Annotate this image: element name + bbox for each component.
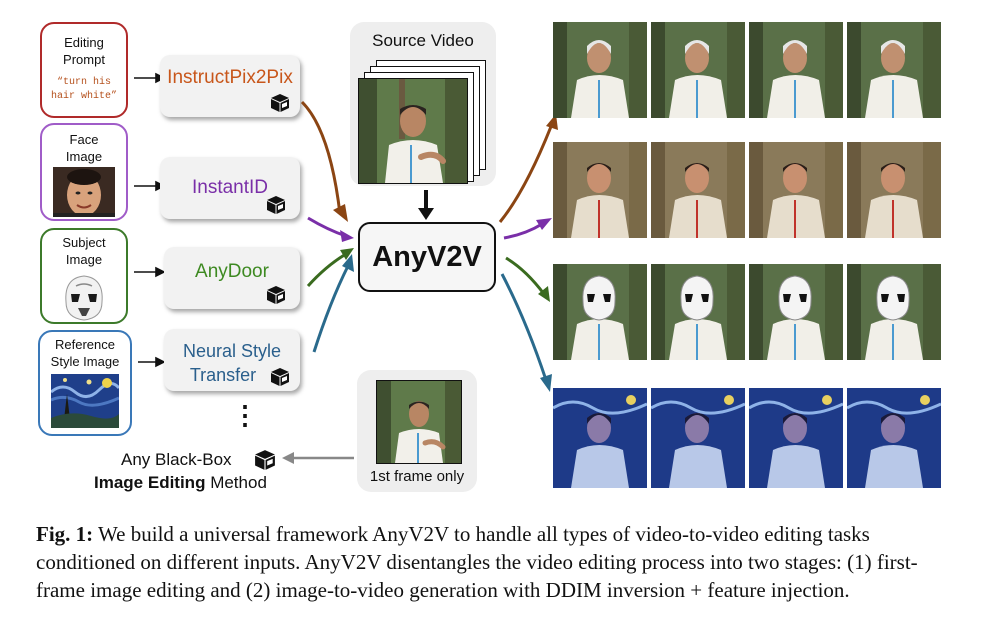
output-grid [553, 22, 943, 490]
figure-caption-text: We build a universal framework AnyV2V to… [36, 522, 918, 602]
black-box-cube-icon [267, 286, 285, 304]
black-box-cube-icon [267, 196, 285, 214]
subject-image-box: Subject Image [40, 228, 128, 324]
first-frame-to-blackbox-arrow [282, 452, 354, 464]
output-frame [651, 22, 745, 118]
face-image-thumbnail [53, 167, 115, 217]
anydoor-label: AnyDoor [195, 261, 269, 282]
blackbox-line1: Any Black-Box [121, 450, 232, 469]
output-frame [553, 264, 647, 360]
output-row-stormtrooper [553, 264, 943, 360]
output-frame [749, 142, 843, 238]
output-frame [553, 22, 647, 118]
anyv2v-core-box: AnyV2V [358, 222, 496, 292]
black-box-cube-icon [271, 368, 289, 386]
instantid-label: InstantID [191, 177, 269, 198]
anydoor-box: AnyDoor [164, 247, 300, 309]
black-box-cube-icon [255, 450, 275, 470]
neural-style-label-line1: Neural Style [182, 341, 282, 361]
blackbox-line2-rest: Method [205, 473, 267, 492]
output-frame [749, 388, 843, 488]
figure-caption-label: Fig. 1: [36, 522, 94, 546]
instructpix2pix-box: InstructPix2Pix [160, 55, 300, 117]
more-tools-ellipsis: ⋮ [232, 400, 258, 430]
output-frame [847, 388, 941, 488]
tool-to-core-arrows [300, 100, 354, 353]
face-image-box: Face Image [40, 123, 128, 221]
source-video-front-frame [358, 78, 468, 184]
blackbox-line2-bold: Image Editing [94, 473, 206, 492]
subject-image-thumbnail [56, 272, 112, 322]
neural-style-transfer-box: Neural Style Transfer [164, 329, 300, 391]
output-frame [749, 264, 843, 360]
figure-caption: Fig. 1: We build a universal framework A… [36, 520, 956, 604]
output-frame [651, 142, 745, 238]
editing-prompt-title: Editing Prompt [63, 35, 105, 67]
output-row-starry-night [553, 388, 943, 488]
output-frame [749, 22, 843, 118]
first-frame-label: 1st frame only [369, 468, 465, 485]
reference-style-thumbnail [51, 374, 119, 428]
source-video-title: Source Video [372, 31, 474, 50]
instructpix2pix-label: InstructPix2Pix [167, 67, 293, 88]
face-image-title: Face Image [65, 132, 103, 164]
first-frame-box: 1st frame only [357, 370, 477, 492]
output-frame [651, 264, 745, 360]
output-frame [847, 142, 941, 238]
editing-prompt-box: Editing Prompt “turn his hair white” [40, 22, 128, 118]
output-row-face-swap [553, 142, 943, 238]
blackbox-line2: Image Editing Method [94, 473, 267, 493]
editing-prompt-text: “turn his hair white” [50, 77, 117, 102]
subject-image-title: Subject Image [62, 235, 106, 267]
instantid-box: InstantID [160, 157, 300, 219]
output-frame [847, 22, 941, 118]
neural-style-label-line2: Transfer [189, 365, 257, 385]
output-frame [553, 388, 647, 488]
source-video-box: Source Video [350, 22, 496, 186]
core-to-output-arrows [498, 114, 558, 392]
anyv2v-core-label: AnyV2V [372, 241, 482, 273]
black-box-cube-icon [271, 94, 289, 112]
reference-style-title: Reference Style Image [50, 337, 120, 369]
first-frame-thumbnail [376, 380, 462, 464]
source-to-core-arrow [418, 190, 434, 220]
output-frame [553, 142, 647, 238]
output-frame [847, 264, 941, 360]
output-frame [651, 388, 745, 488]
output-row-white-hair [553, 22, 943, 118]
reference-style-box: Reference Style Image [38, 330, 132, 436]
